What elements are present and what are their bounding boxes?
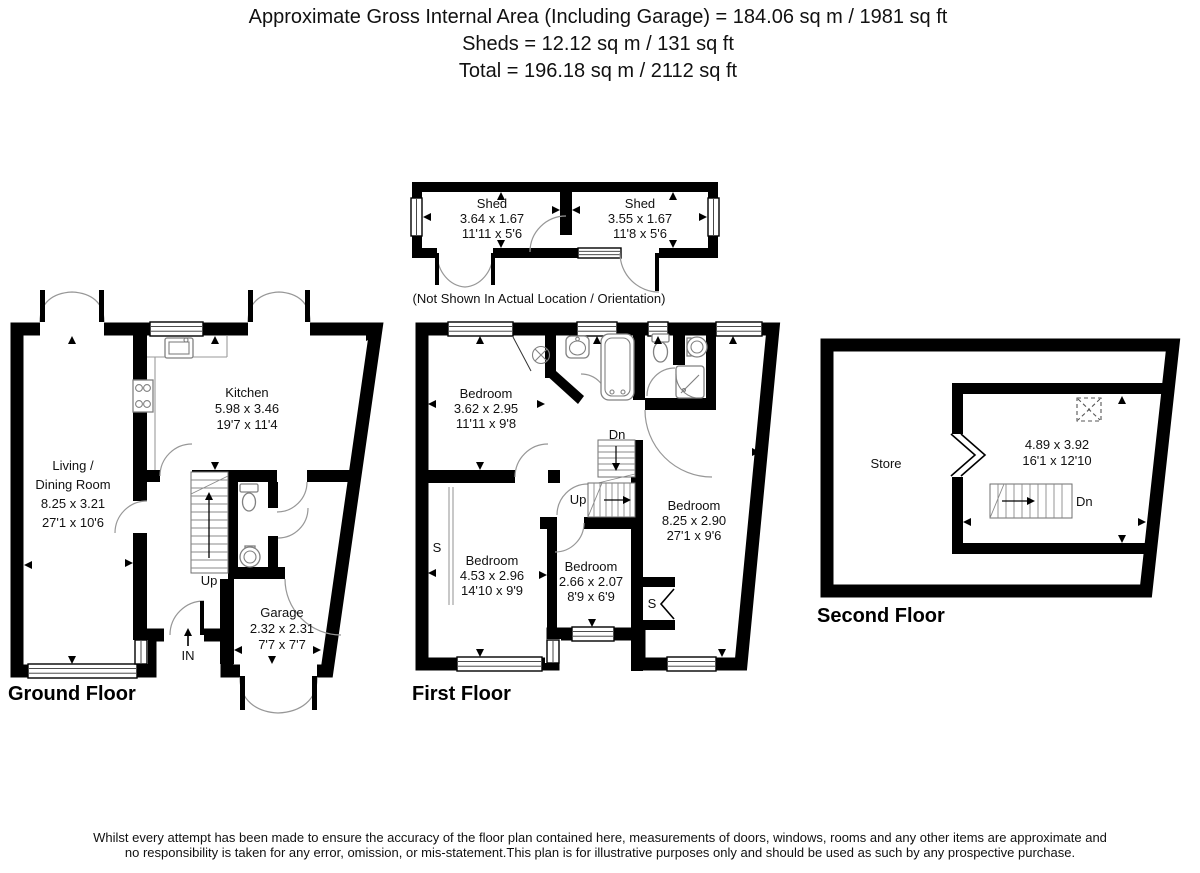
bedroom1-metric: 3.62 x 2.95 [453,401,519,416]
bedroom4-imperial: 27'1 x 9'6 [666,528,722,543]
bedroom2-metric: 4.53 x 2.96 [459,568,525,583]
room-label-loft: 4.89 x 3.92 16'1 x 12'10 [1022,437,1091,469]
loft-metric: 4.89 x 3.92 [1024,437,1090,452]
room-label-living-dining: Living / Dining Room 8.25 x 3.21 27'1 x … [35,456,110,532]
skylight-icon [1076,397,1102,422]
garage-metric: 2.32 x 2.31 [249,621,315,636]
dn-label-second: Dn [1076,494,1093,509]
basin-icon-ground [239,545,261,568]
bedroom2-name: Bedroom [465,553,519,568]
bedroom1-imperial: 11'11 x 9'8 [455,416,517,431]
room-label-bedroom2: Bedroom 4.53 x 2.96 14'10 x 9'9 [460,553,524,598]
bedroom3-metric: 2.66 x 2.07 [558,574,624,589]
shed-window-front [577,247,622,259]
room-label-bedroom4: Bedroom 8.25 x 2.90 27'1 x 9'6 [662,498,726,543]
dimension-arrows-first [428,336,760,657]
second-floor-internal-walls [952,383,1168,554]
shed-doors [435,215,660,293]
second-floor-outline [820,338,1181,598]
shed1-metric: 3.64 x 1.67 [459,211,525,226]
bath-icon [600,333,635,401]
garage-imperial: 7'7 x 7'7 [258,637,306,652]
kitchen-imperial: 19'7 x 11'4 [216,417,278,432]
kitchen-sink-icon [164,337,194,359]
staircase-first-dn [597,439,636,484]
disclaimer-line-2: no responsibility is taken for any error… [124,845,1076,860]
living-metric: 8.25 x 3.21 [40,496,106,511]
room-label-garage: Garage 2.32 x 2.31 7'7 x 7'7 [250,605,314,653]
ground-floor-windows [27,321,204,679]
room-label-bedroom3: Bedroom 2.66 x 2.07 8'9 x 6'9 [559,559,623,604]
shed-dimension-arrows [423,192,707,248]
room-label-kitchen: Kitchen 5.98 x 3.46 19'7 x 11'4 [215,385,279,433]
hob-icon [132,379,154,413]
up-label-ground: Up [200,573,218,588]
header-line-3: Total = 196.18 sq m / 2112 sq ft [458,60,738,82]
shed-divider-wall [560,182,572,235]
header-line-2: Sheds = 12.12 sq m / 131 sq ft [462,33,734,55]
bedroom4-metric: 8.25 x 2.90 [661,513,727,528]
bedroom2-imperial: 14'10 x 9'9 [460,583,524,598]
shed1-name: Shed [476,196,508,211]
second-floor-plan [820,338,1181,598]
storage2-label: S [647,596,657,611]
shed2-metric: 3.55 x 1.67 [607,211,673,226]
bedroom3-imperial: 8'9 x 6'9 [567,589,615,604]
first-floor-doors [514,367,713,620]
first-floor-title: First Floor [412,683,511,705]
living-name-line2: Dining Room [35,477,111,492]
staircase-second [989,483,1073,519]
sheds-plan [410,182,720,293]
shed1-imperial: 11'11 x 5'6 [461,226,523,241]
bedroom1-name: Bedroom [459,386,513,401]
ground-floor-doors [39,290,342,714]
basin-icon-shower-room [686,336,708,358]
second-floor-title: Second Floor [817,605,945,627]
room-label-shed1: Shed 3.64 x 1.67 11'11 x 5'6 [460,196,524,241]
storage1-label: S [432,540,442,555]
room-label-bedroom1: Bedroom 3.62 x 2.95 11'11 x 9'8 [454,386,518,431]
garage-name: Garage [260,605,304,620]
entrance-arrow [184,628,192,646]
basin-icon-bathroom [565,335,590,359]
in-label: IN [181,648,195,663]
disclaimer-line-1: Whilst every attempt has been made to en… [93,830,1107,845]
corner-cupboard [512,336,551,372]
up-label-first: Up [569,492,587,507]
loft-imperial: 16'1 x 12'10 [1022,453,1092,468]
kitchen-metric: 5.98 x 3.46 [214,401,280,416]
shed-window-left [410,197,423,237]
shed-window-right [707,197,720,237]
staircase-first-up [587,482,636,518]
ground-floor-title: Ground Floor [8,683,136,705]
shower-icon [675,365,705,399]
bedroom3-name: Bedroom [564,559,618,574]
wardrobe-line [448,487,454,605]
toilet-icon-first [651,333,670,363]
first-floor-plan [415,320,781,672]
ground-floor-plan [10,290,384,714]
reduced-headroom-chevrons [950,433,987,477]
kitchen-name: Kitchen [225,385,269,400]
living-imperial: 27'1 x 10'6 [41,515,105,530]
header-line-1: Approximate Gross Internal Area (Includi… [248,6,948,28]
store-label: Store [870,456,902,471]
living-name-line1: Living / [52,458,94,473]
sheds-caption: (Not Shown In Actual Location / Orientat… [412,291,666,306]
room-label-shed2: Shed 3.55 x 1.67 11'8 x 5'6 [608,196,672,241]
dn-label-first: Dn [608,427,626,442]
toilet-icon-ground [239,483,259,512]
staircase-ground [190,471,229,574]
shed2-imperial: 11'8 x 5'6 [613,226,667,241]
bifold-door [659,588,675,620]
dimension-arrows-ground [24,333,374,664]
first-floor-windows [447,321,763,672]
bedroom4-name: Bedroom [667,498,721,513]
shed2-name: Shed [624,196,656,211]
first-floor-internal-walls [422,333,716,671]
dimension-arrows-second [963,396,1146,543]
